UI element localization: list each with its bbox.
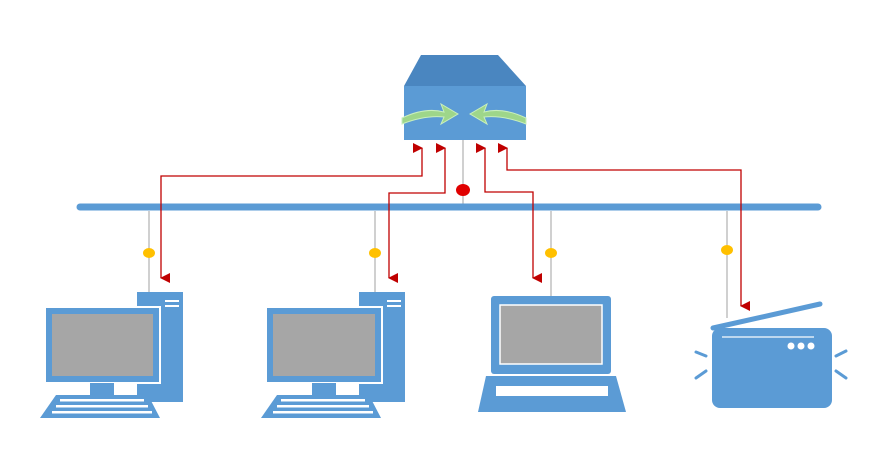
printer-button <box>787 342 795 350</box>
keyboard-keys <box>52 399 152 414</box>
signal-hub-to-desktop-1 <box>160 143 423 283</box>
printer-icon <box>694 301 848 408</box>
keyboard-keys <box>273 399 373 414</box>
printer-body <box>712 328 832 408</box>
signal-desktop-2-to-hub <box>388 143 446 283</box>
printer-button <box>807 342 815 350</box>
printer-button <box>797 342 805 350</box>
desktop-computer-icon <box>261 292 405 418</box>
switch-arrow-left-icon <box>469 102 527 126</box>
screen <box>52 314 153 376</box>
screen <box>273 314 375 376</box>
tower-slot <box>165 305 179 307</box>
laptop-keyboard <box>496 386 608 396</box>
tap-node-desktop-1 <box>143 248 155 258</box>
signal-paths <box>160 143 750 311</box>
drop-lines <box>148 211 728 318</box>
tap-node-printer <box>721 245 733 255</box>
monitor-stand <box>90 383 114 395</box>
paper-tray <box>710 301 823 331</box>
desktop-computer-icon <box>40 292 183 418</box>
signal-printer-to-hub <box>498 143 750 311</box>
switch-icon <box>401 55 527 140</box>
tap-node-laptop <box>545 248 557 258</box>
switch-top <box>404 55 526 86</box>
signal-hub-to-laptop <box>476 143 542 283</box>
printer-signal-marks <box>694 349 848 380</box>
bus-tap-nodes <box>143 245 733 258</box>
printer-slot <box>722 336 814 338</box>
monitor-stand <box>312 383 336 395</box>
collision-node <box>456 184 470 196</box>
switch-arrow-right-icon <box>401 102 459 126</box>
laptop-screen <box>499 304 603 365</box>
tower-slot <box>165 300 179 302</box>
tap-node-desktop-2 <box>369 248 381 258</box>
laptop-icon <box>478 296 626 412</box>
tower-slot <box>387 300 401 302</box>
tower-slot <box>387 305 401 307</box>
